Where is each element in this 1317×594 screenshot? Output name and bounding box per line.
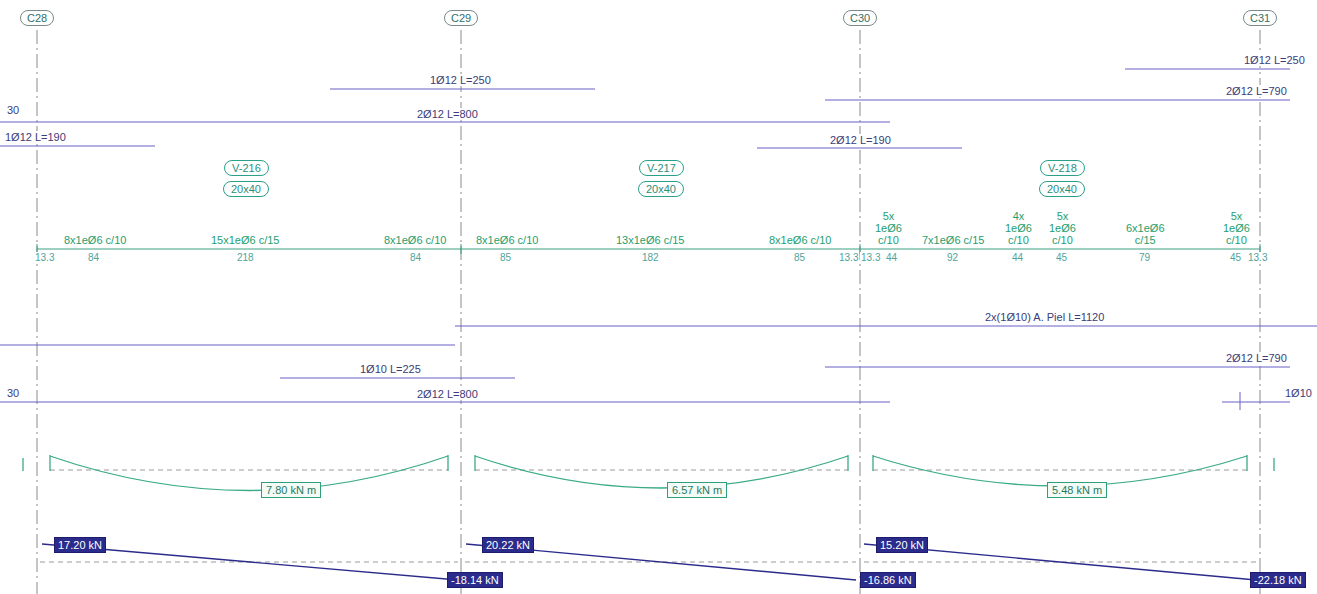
column-tag: C28 — [20, 10, 54, 26]
rebar-label: 2Ø12 L=790 — [1225, 352, 1288, 364]
node-text: V-217 — [647, 162, 676, 174]
shear-value: 20.22 kN — [482, 537, 534, 553]
grid-lines — [37, 30, 1260, 594]
stirrup-label: 7x1eØ6 c/15 — [921, 234, 985, 246]
stirrup-label: 8x1eØ6 c/10 — [768, 234, 832, 246]
stirrup-label: 15x1eØ6 c/15 — [210, 234, 281, 246]
rebar-label: 2Ø12 L=800 — [416, 388, 479, 400]
node-text: 15.20 kN — [880, 539, 924, 551]
node-text: -22.18 kN — [1254, 574, 1302, 586]
rebar-label: 1Ø12 L=190 — [4, 131, 67, 143]
beam-section: 20x40 — [638, 181, 684, 197]
node-text: C28 — [27, 12, 47, 24]
column-tag: C31 — [1243, 10, 1277, 26]
dimension: 85 — [793, 252, 806, 263]
rebar-label: 1Ø12 L=250 — [429, 74, 492, 86]
node-text: 20.22 kN — [486, 539, 530, 551]
dimension: 45 — [1229, 252, 1242, 263]
node-text: -16.86 kN — [864, 574, 912, 586]
node-text: V-216 — [232, 162, 261, 174]
dimension: 44 — [885, 252, 898, 263]
rebar-label: 1Ø10 L=225 — [359, 363, 422, 375]
shear-value: -22.18 kN — [1250, 572, 1306, 588]
beam-name: V-217 — [639, 160, 684, 176]
dimension: 44 — [1011, 252, 1024, 263]
column-tag: C29 — [444, 10, 478, 26]
rebar-label: 30 — [6, 104, 20, 116]
dimension: 92 — [946, 252, 959, 263]
dimension: 45 — [1055, 252, 1068, 263]
stirrup-label: 8x1eØ6 c/10 — [383, 234, 447, 246]
shear-value: -18.14 kN — [447, 572, 503, 588]
dimension: 182 — [641, 252, 660, 263]
dimension: 13.3 — [838, 252, 859, 263]
rebar-label: 2Ø12 L=800 — [416, 108, 479, 120]
rebar-label: 2Ø12 L=190 — [829, 134, 892, 146]
stirrup-label: 5x 1eØ6 c/10 — [1222, 210, 1251, 246]
stirrup-label: 5x 1eØ6 c/10 — [1048, 210, 1077, 246]
rebar-label: 1Ø10 — [1284, 387, 1313, 399]
rebar-label: 30 — [6, 387, 20, 399]
node-text: C29 — [451, 12, 471, 24]
node-text: 6.57 kN m — [672, 484, 722, 496]
node-text: C31 — [1250, 12, 1270, 24]
beam-name: V-216 — [224, 160, 269, 176]
beam-section: 20x40 — [223, 181, 269, 197]
shear-value: 15.20 kN — [876, 537, 928, 553]
stirrup-label: 5x 1eØ6 c/10 — [874, 210, 903, 246]
rebar-label: 2Ø12 L=790 — [1225, 85, 1288, 97]
stirrup-label: 6x1eØ6 c/15 — [1125, 222, 1166, 246]
dimension: 218 — [236, 252, 255, 263]
moment-value: 7.80 kN m — [261, 482, 321, 498]
moment-value: 6.57 kN m — [667, 482, 727, 498]
beam-section: 20x40 — [1039, 181, 1085, 197]
stirrup-label: 8x1eØ6 c/10 — [475, 234, 539, 246]
node-text: V-218 — [1048, 162, 1077, 174]
node-text: 20x40 — [646, 183, 676, 195]
dimension: 84 — [87, 252, 100, 263]
node-text: 20x40 — [231, 183, 261, 195]
shear-value: 17.20 kN — [54, 537, 106, 553]
node-text: 20x40 — [1047, 183, 1077, 195]
stirrup-label: 13x1eØ6 c/15 — [615, 234, 686, 246]
beam-name: V-218 — [1040, 160, 1085, 176]
node-text: C30 — [850, 12, 870, 24]
shear-diagram — [40, 544, 1256, 580]
node-text: -18.14 kN — [451, 574, 499, 586]
stirrup-label: 8x1eØ6 c/10 — [63, 234, 127, 246]
dimension: 85 — [499, 252, 512, 263]
node-text: 5.48 kN m — [1052, 484, 1102, 496]
moment-value: 5.48 kN m — [1047, 482, 1107, 498]
stirrup-label: 4x 1eØ6 c/10 — [1004, 210, 1033, 246]
dimension: 79 — [1138, 252, 1151, 263]
node-text: 7.80 kN m — [266, 484, 316, 496]
node-text: 17.20 kN — [58, 539, 102, 551]
rebar-label: 2x(1Ø10) A. Piel L=1120 — [984, 311, 1105, 323]
dimension: 13.3 — [34, 252, 55, 263]
rebar-label: 1Ø12 L=250 — [1243, 54, 1306, 66]
rebar-lines — [0, 69, 1317, 410]
column-tag: C30 — [843, 10, 877, 26]
dimension: 84 — [409, 252, 422, 263]
shear-value: -16.86 kN — [860, 572, 916, 588]
dimension: 13.3 — [860, 252, 881, 263]
dimension: 13.3 — [1247, 252, 1268, 263]
